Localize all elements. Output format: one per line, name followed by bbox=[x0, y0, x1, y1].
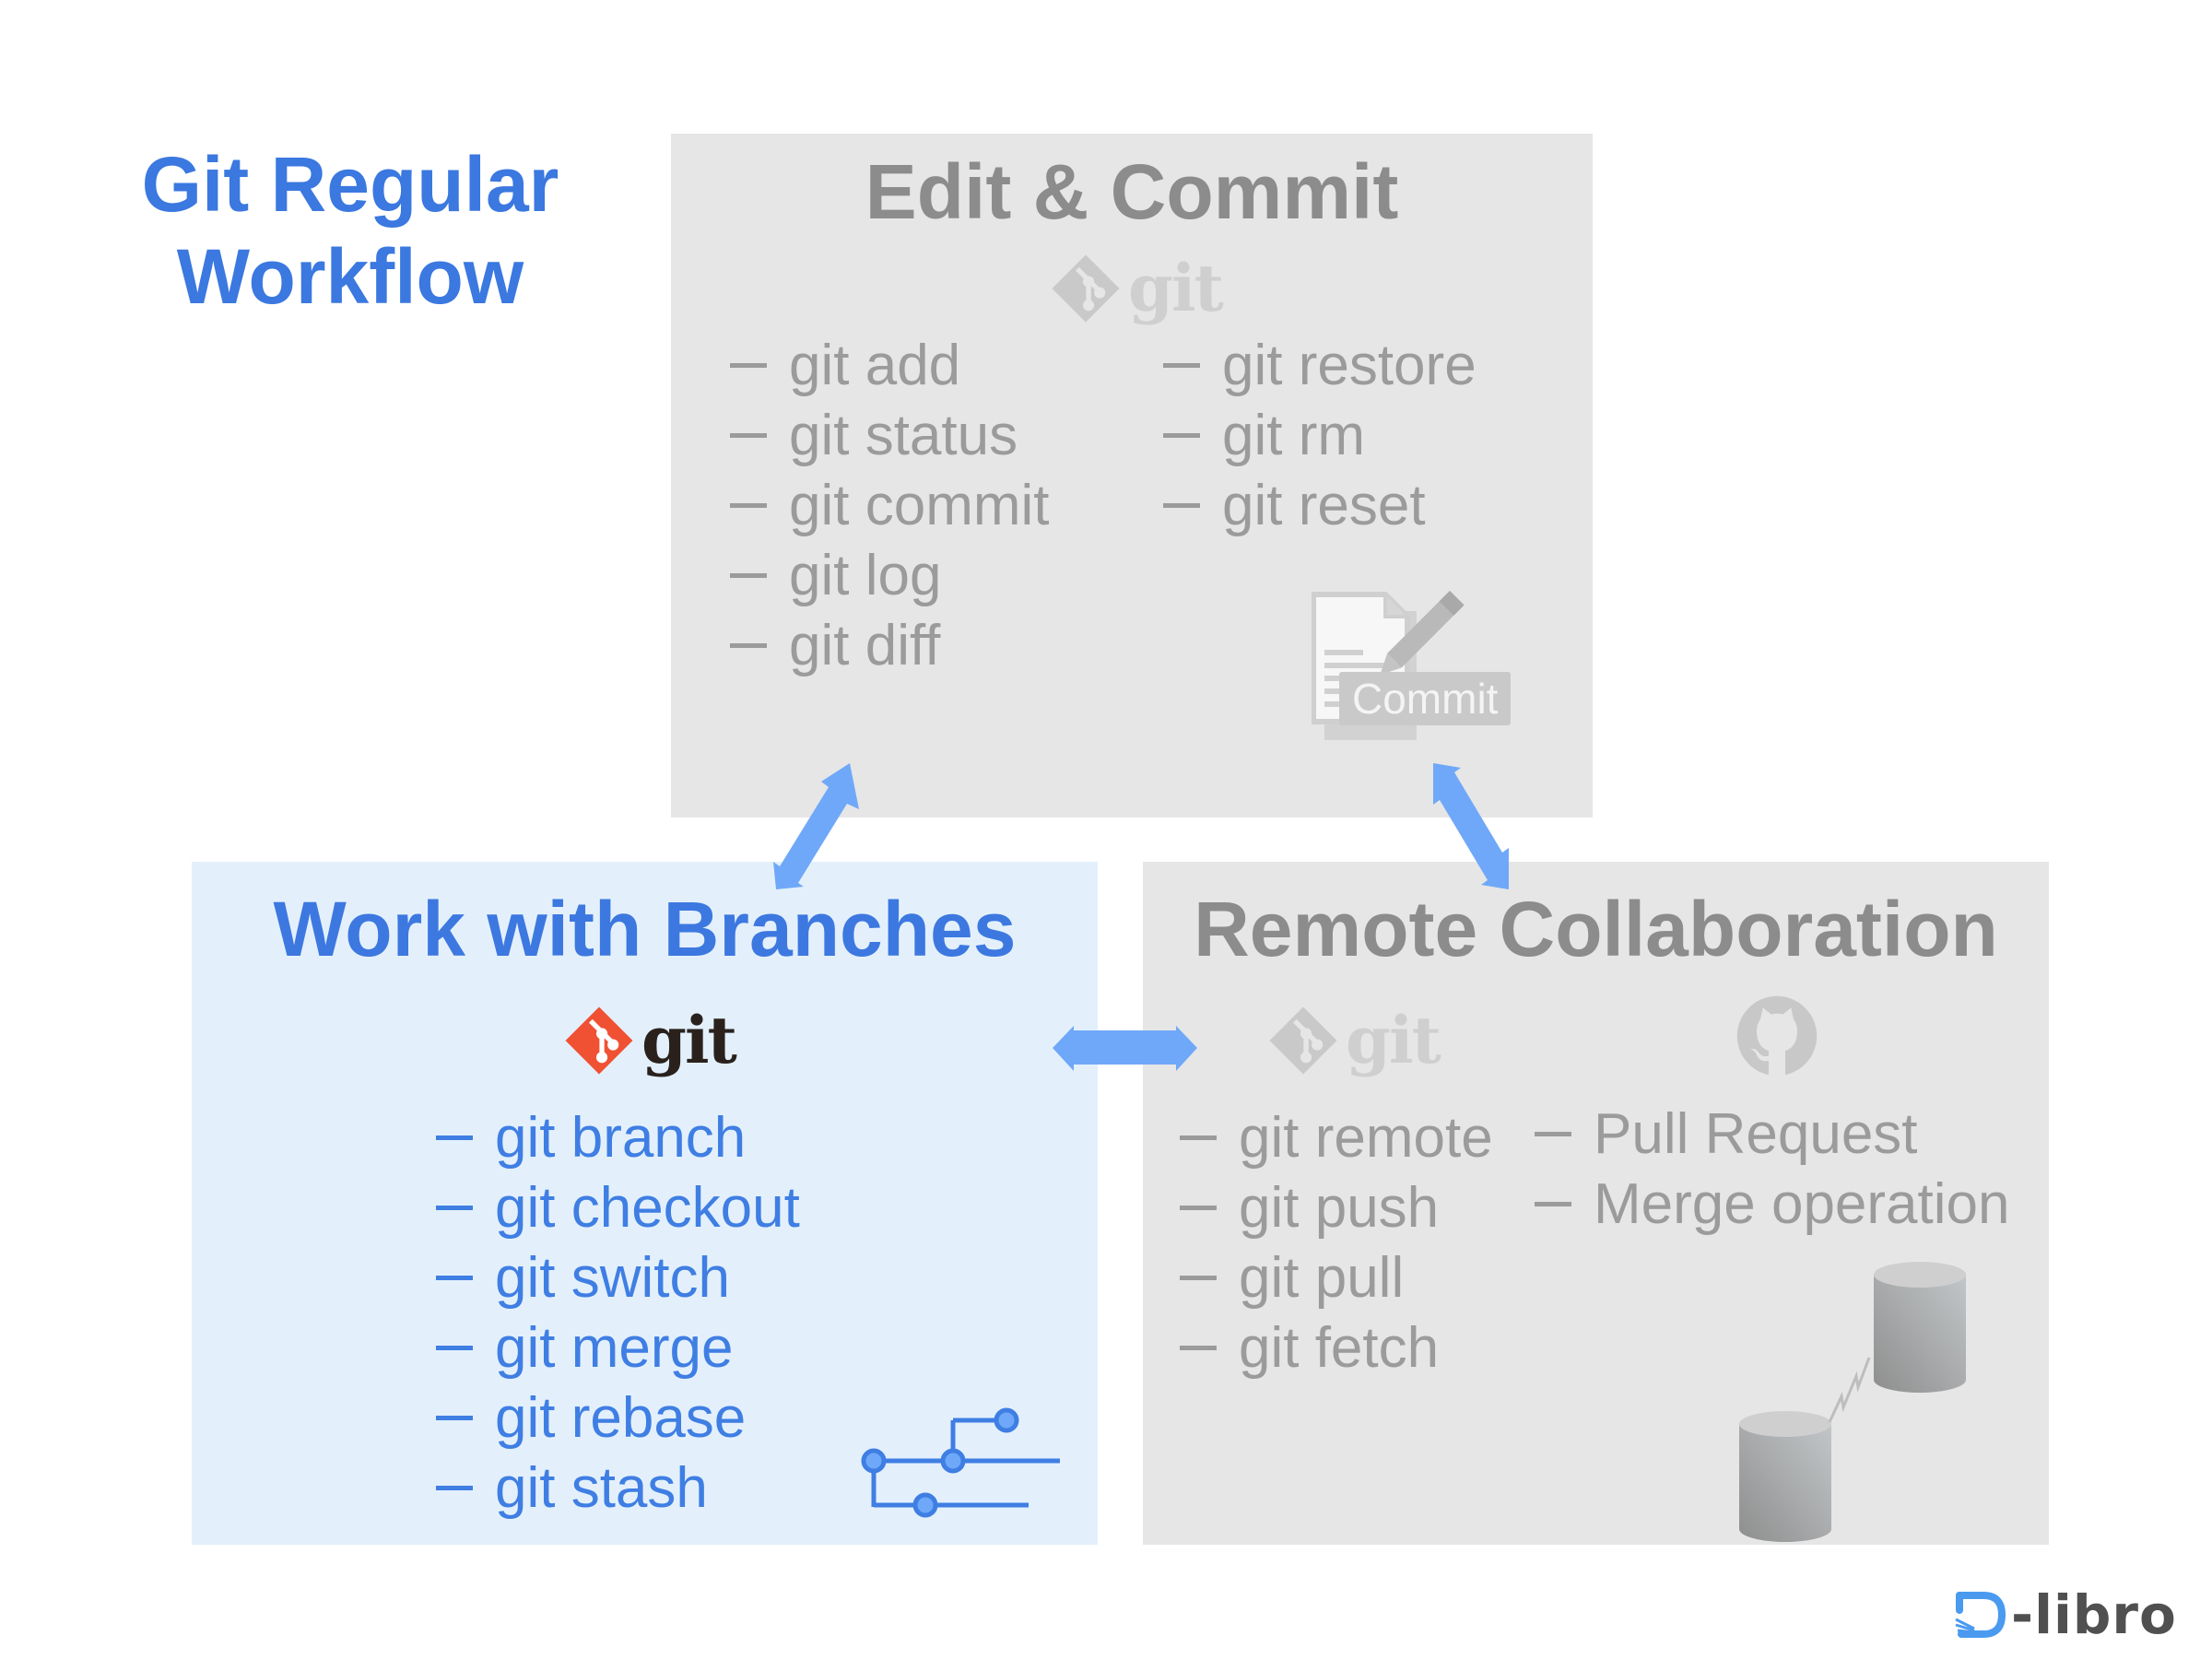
dash-icon bbox=[1180, 1346, 1217, 1351]
panel-title: Work with Branches bbox=[273, 886, 1017, 972]
command-label: git diff bbox=[789, 614, 941, 677]
dash-icon bbox=[730, 433, 767, 439]
dash-icon bbox=[1163, 433, 1200, 439]
git-wordmark: git bbox=[1128, 250, 1224, 326]
dash-icon bbox=[436, 1486, 473, 1491]
panel-title: Edit & Commit bbox=[865, 148, 1399, 235]
git-diamond-icon bbox=[565, 1006, 633, 1075]
d-libro-mark-icon bbox=[1955, 1592, 2006, 1638]
branch-graph-icon bbox=[861, 1407, 1060, 1518]
command-label: git status bbox=[789, 404, 1018, 467]
command-item: Merge operation bbox=[1535, 1170, 2010, 1240]
diagram-title-line1: Git Regular bbox=[141, 141, 559, 228]
command-label: git rebase bbox=[495, 1386, 747, 1450]
commit-document-icon: Commit bbox=[1312, 583, 1551, 749]
brand-name: -libro bbox=[2011, 1583, 2177, 1646]
github-icon bbox=[1736, 995, 1818, 1077]
command-label: git remote bbox=[1239, 1106, 1493, 1170]
dash-icon bbox=[730, 643, 767, 649]
dash-icon bbox=[436, 1346, 473, 1351]
git-wordmark: git bbox=[1346, 1002, 1441, 1078]
command-item: git status bbox=[730, 401, 1018, 471]
command-item: git switch bbox=[436, 1243, 730, 1313]
command-label: git fetch bbox=[1239, 1316, 1440, 1380]
database-icon bbox=[1874, 1262, 1966, 1393]
command-item: git log bbox=[730, 541, 941, 611]
dash-icon bbox=[730, 503, 767, 509]
dash-icon bbox=[1535, 1132, 1571, 1137]
command-label: git merge bbox=[495, 1316, 734, 1380]
command-label: Merge operation bbox=[1594, 1172, 2010, 1236]
git-logo-icon: git bbox=[1268, 1002, 1441, 1078]
command-item: git branch bbox=[436, 1103, 746, 1173]
command-label: git restore bbox=[1222, 334, 1477, 397]
command-item: git rebase bbox=[436, 1383, 746, 1453]
command-label: git rm bbox=[1222, 404, 1365, 467]
command-item: git reset bbox=[1163, 471, 1426, 541]
command-item: git rm bbox=[1163, 401, 1365, 471]
command-label: Pull Request bbox=[1594, 1102, 1918, 1166]
git-logo-icon: git bbox=[564, 1002, 737, 1078]
dash-icon bbox=[436, 1276, 473, 1281]
commit-label: Commit bbox=[1339, 672, 1512, 725]
command-label: git log bbox=[789, 544, 942, 607]
panel-title: Remote Collaboration bbox=[1194, 886, 1998, 972]
git-diamond-icon bbox=[1052, 254, 1120, 323]
dash-icon bbox=[1180, 1276, 1217, 1281]
command-item: git stash bbox=[436, 1453, 708, 1524]
command-item: git checkout bbox=[436, 1173, 800, 1243]
dash-icon bbox=[730, 363, 767, 369]
dash-icon bbox=[436, 1135, 473, 1141]
command-label: git checkout bbox=[495, 1176, 800, 1240]
command-label: git commit bbox=[789, 474, 1050, 537]
database-sync-icon bbox=[1739, 1262, 1966, 1542]
command-item: git diff bbox=[730, 611, 940, 681]
dash-icon bbox=[1180, 1135, 1217, 1141]
command-label: git stash bbox=[495, 1456, 708, 1520]
dash-icon bbox=[1180, 1206, 1217, 1211]
command-item: git add bbox=[730, 331, 960, 401]
database-icon bbox=[1739, 1411, 1831, 1542]
d-libro-logo: -libro bbox=[1952, 1587, 2177, 1642]
command-label: git switch bbox=[495, 1246, 730, 1310]
connection-bolt-icon bbox=[1828, 1357, 1871, 1423]
git-wordmark: git bbox=[641, 1002, 737, 1078]
command-label: git branch bbox=[495, 1106, 747, 1170]
command-item: git merge bbox=[436, 1313, 733, 1383]
diagram-title-line2: Workflow bbox=[176, 233, 524, 320]
diagram-title: Git Regular Workflow bbox=[111, 138, 590, 323]
command-label: git pull bbox=[1239, 1246, 1405, 1310]
command-item: git remote bbox=[1180, 1103, 1493, 1173]
command-label: git push bbox=[1239, 1176, 1440, 1240]
command-item: git pull bbox=[1180, 1243, 1404, 1313]
command-label: git reset bbox=[1222, 474, 1426, 537]
dash-icon bbox=[436, 1206, 473, 1211]
command-item: Pull Request bbox=[1535, 1100, 1918, 1170]
git-logo-icon: git bbox=[1051, 250, 1224, 326]
dash-icon bbox=[1163, 503, 1200, 509]
dash-icon bbox=[1163, 363, 1200, 369]
git-diamond-icon bbox=[1269, 1006, 1337, 1075]
command-item: git commit bbox=[730, 471, 1049, 541]
command-item: git push bbox=[1180, 1173, 1439, 1243]
dash-icon bbox=[730, 573, 767, 579]
dash-icon bbox=[1535, 1202, 1571, 1207]
panel-work-with-branches: Work with Branches git git branch git ch… bbox=[192, 862, 1098, 1545]
dash-icon bbox=[436, 1416, 473, 1421]
panel-edit-commit: Edit & Commit git git add git status git… bbox=[671, 134, 1593, 818]
panel-remote-collaboration: Remote Collaboration git git remote git … bbox=[1143, 862, 2049, 1545]
command-item: git restore bbox=[1163, 331, 1477, 401]
command-item: git fetch bbox=[1180, 1313, 1439, 1383]
command-label: git add bbox=[789, 334, 961, 397]
